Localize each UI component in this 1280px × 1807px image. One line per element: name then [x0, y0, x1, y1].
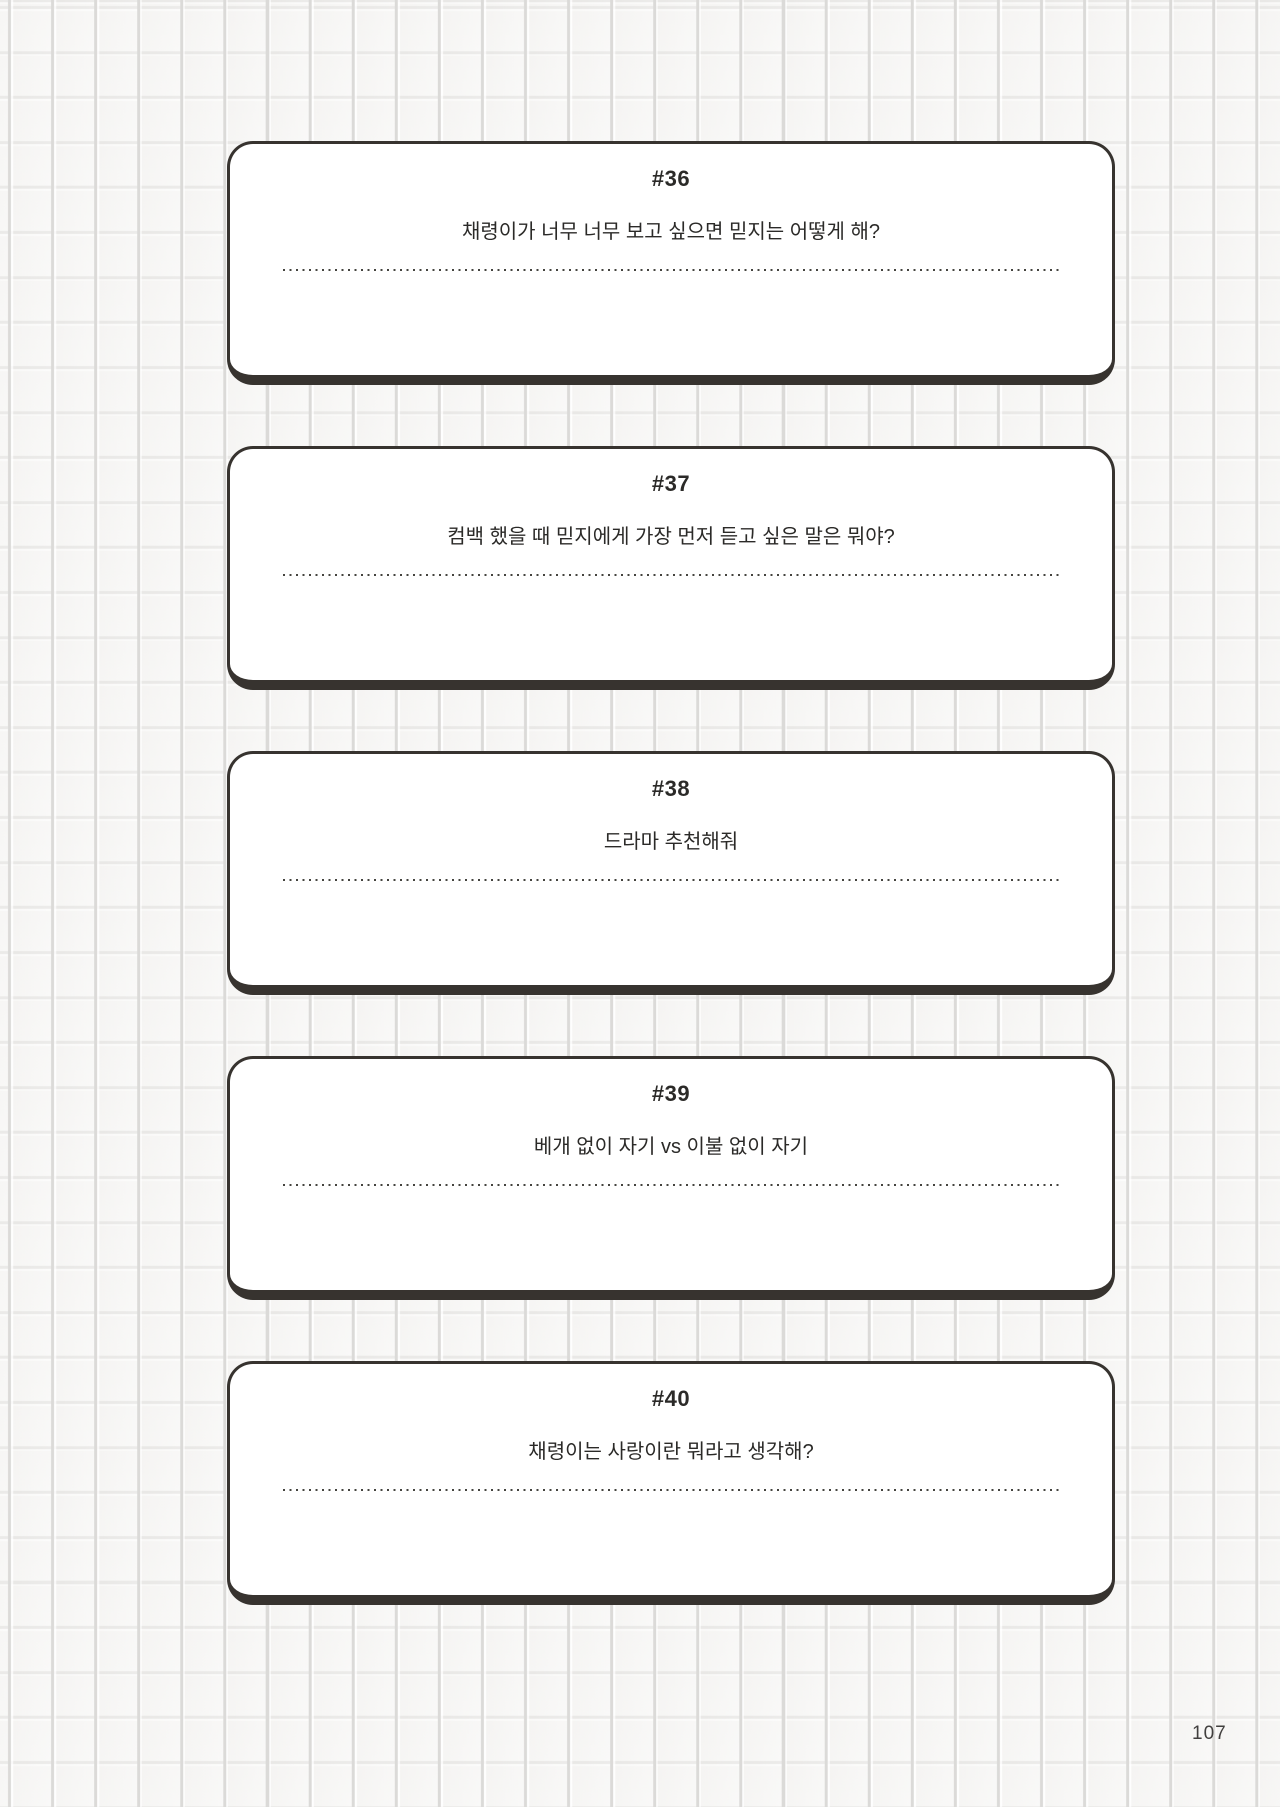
answer-dotted-line: [283, 268, 1059, 271]
answer-dotted-line: [283, 878, 1059, 881]
question-card: #38 드라마 추천해줘: [227, 751, 1115, 995]
question-text: 컴백 했을 때 믿지에게 가장 먼저 듣고 싶은 말은 뭐야?: [447, 526, 895, 548]
question-number: #37: [651, 471, 691, 496]
question-number: #38: [651, 776, 691, 801]
page-number: 107: [1192, 1723, 1227, 1744]
question-card: #40 채령이는 사랑이란 뭐라고 생각해?: [227, 1361, 1115, 1605]
answer-dotted-line: [283, 1488, 1059, 1491]
question-number: #36: [651, 166, 691, 191]
question-card-list: #36 채령이가 너무 너무 보고 싶으면 믿지는 어떻게 해? #37 컴백 …: [227, 141, 1115, 1605]
answer-dotted-line: [283, 573, 1059, 576]
question-card: #39 베개 없이 자기 vs 이불 없이 자기: [227, 1056, 1115, 1300]
question-number: #39: [651, 1081, 691, 1106]
question-text: 채령이가 너무 너무 보고 싶으면 믿지는 어떻게 해?: [461, 221, 881, 243]
question-card: #37 컴백 했을 때 믿지에게 가장 먼저 듣고 싶은 말은 뭐야?: [227, 446, 1115, 690]
question-number: #40: [651, 1386, 691, 1411]
question-text: 베개 없이 자기 vs 이불 없이 자기: [533, 1136, 809, 1158]
question-card: #36 채령이가 너무 너무 보고 싶으면 믿지는 어떻게 해?: [227, 141, 1115, 385]
question-text: 채령이는 사랑이란 뭐라고 생각해?: [528, 1441, 814, 1463]
question-text: 드라마 추천해줘: [603, 831, 739, 853]
answer-dotted-line: [283, 1183, 1059, 1186]
